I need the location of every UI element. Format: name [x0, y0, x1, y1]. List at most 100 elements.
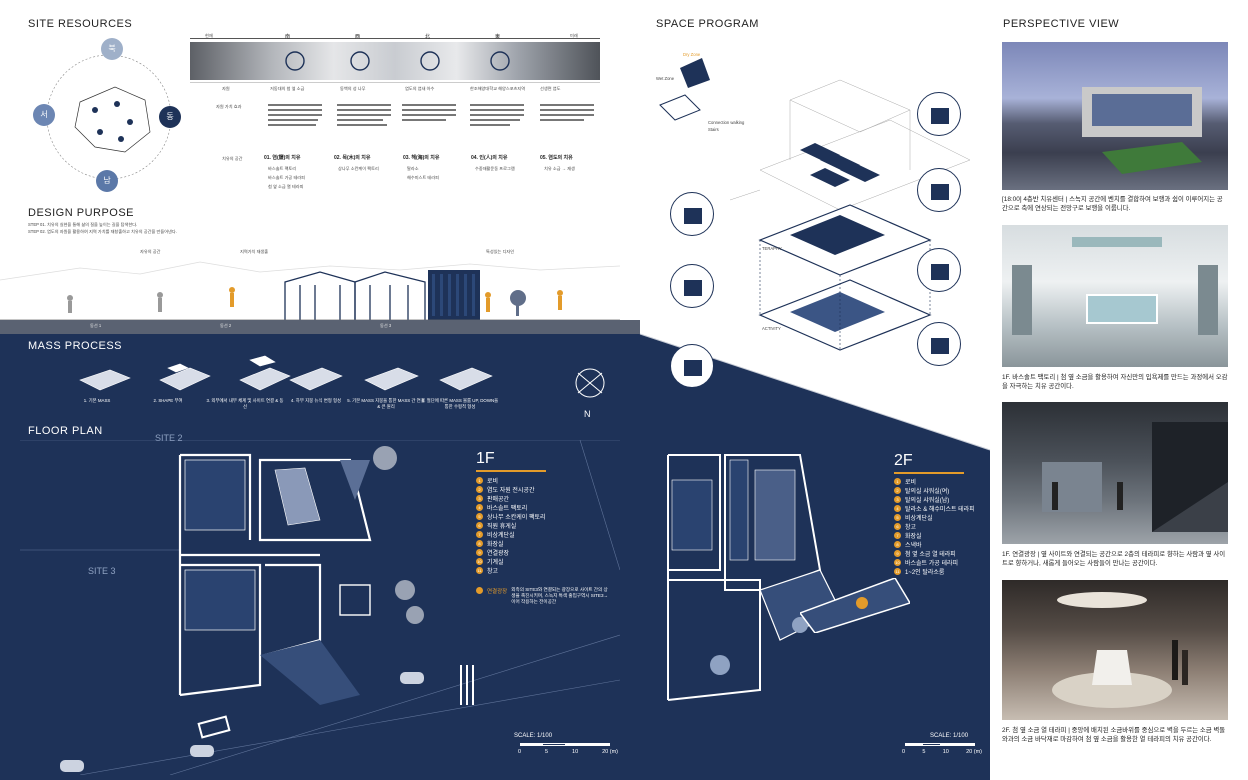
row-divider-1 [190, 82, 600, 83]
annotation-regional-value: 지역가치 재생출 [240, 249, 269, 254]
floor-2f-underline [894, 472, 964, 474]
cure-3-item-1: 탈라소 [407, 166, 419, 171]
scale-1f-tick-3: 20 (m) [602, 749, 618, 755]
floor-plan-1f-drawing [20, 440, 620, 775]
svg-text:N: N [584, 409, 591, 419]
space-program-title: SPACE PROGRAM [656, 18, 759, 30]
dry-zone-label: Dry Zone [683, 52, 701, 57]
distance-3: 동선 3 [380, 323, 392, 328]
scale-ticks-1f: 0 5 10 20 (m) [518, 749, 618, 755]
compass-south: 남 [96, 170, 118, 192]
scale-label-2f: SCALE: 1/100 [930, 733, 969, 739]
direction-east: 東 [495, 34, 501, 40]
row-label-value: 자원 가치 효과 [216, 104, 242, 109]
legend-1f-10: 기계실 [487, 560, 504, 566]
row-label-resource: 자원 [222, 86, 230, 91]
perspective-photo-bath-salt-factory [1002, 225, 1228, 367]
resource-2: 동백의 성 나무 [340, 86, 366, 91]
mass-step-5: 5. 기본 MASS 지붕을 통한 MASS 간 연결 & 큰 원리 [347, 398, 425, 409]
legend-1f-2: 염도 자원 전시공간 [487, 488, 535, 494]
direction-west: 西 [355, 34, 361, 40]
mass-step-3: 3. 외부에서 내부 체계 및 사이트 연결 & 동선 [206, 398, 284, 409]
resource-5: 선생면 염도 [540, 86, 561, 91]
scale-bar-1f [520, 743, 610, 746]
perspective-photo-salt-heat-therapy [1002, 580, 1228, 720]
program-icon-changing-room [917, 168, 961, 212]
perspective-caption-3: 1F. 연결광장 | 옆 사이트와 연결되는 공간으로 2층의 테라피로 향하는… [1002, 551, 1226, 568]
program-icon-bath-salt-factory [670, 344, 714, 388]
program-icon-factory [670, 264, 714, 308]
perspective-photo-exterior [1002, 42, 1228, 190]
mass-process-icons [79, 355, 493, 391]
distance-2: 동선 2 [220, 323, 232, 328]
mass-step-1: 1. 기본 MASS [83, 398, 111, 403]
compass-north: 북 [101, 38, 123, 60]
resource-3: 염도의 염새 아수 [405, 86, 435, 91]
cure-4-item-1: 수중재활운동 프로그램 [475, 166, 515, 171]
cure-1-item-3: 첨 옆 소금 열 테라피 [268, 184, 304, 189]
scale-2f-tick-2: 10 [942, 749, 949, 755]
legend-2f-4: 탈라소 & 해수미스트 테라피 [905, 507, 975, 513]
perspective-caption-2: 1F. 바스솔트 팩토리 | 첨 옆 소금을 활용하여 자신만의 입욕제를 만드… [1002, 374, 1228, 391]
legend-2f-2: 탈의실 샤워실(여) [905, 489, 950, 495]
program-icon-exhibition [670, 192, 714, 236]
cure-5-title: 05. 염도의 치유 [540, 155, 573, 161]
legend-1f-4: 바스솔트 팩토리 [487, 506, 528, 512]
timeline-end: 미래 [570, 33, 578, 38]
program-icon-salt-therapy [917, 92, 961, 136]
scale-2f-tick-1: 5 [922, 749, 926, 755]
mass-step-6: 6. 절단에 따른 MASS 볼륨 UP, DOWN을 통한 수평적 형성 [421, 398, 499, 409]
section-elevation-drawing [0, 261, 620, 321]
cure-5-item-1: 치유 소금 → 재생 [544, 166, 575, 171]
legend-1f-6: 직원 휴게실 [487, 524, 517, 530]
program-icon-thalasso-room [917, 322, 961, 366]
legend-2f-11: 1~2인 탈라소룸 [905, 570, 945, 576]
legend-2f-9: 첨 옆 소금 열 테라피 [905, 552, 956, 558]
ground-band [0, 320, 640, 334]
direction-south: 南 [285, 34, 291, 40]
legend-1f-note-text: 외측의 SITE3와 연결되는 광장으로 사이트 간의 상생을 촉진시키며, 스… [511, 587, 609, 605]
distance-1: 동선 1 [90, 323, 102, 328]
resource-1: 저동대의 첨 옆 소금 [270, 86, 305, 91]
timeline-start: 현재 [205, 33, 213, 38]
floor-plan-2f-annex [800, 578, 910, 633]
legend-2f-1: 로비 [905, 480, 917, 486]
perspective-photo-plaza [1002, 402, 1228, 544]
floor-plan-title: FLOOR PLAN [28, 425, 103, 437]
scale-1f-tick-1: 5 [545, 749, 549, 755]
legend-2f-7: 화장실 [905, 534, 922, 540]
floor-1f-underline [476, 470, 546, 472]
design-step-2: STEP 02. 염도의 자원을 활용하여 지역 가치를 재창출하고 치유의 공… [28, 229, 177, 234]
site-resources-title: SITE RESOURCES [28, 18, 133, 30]
legend-2f-3: 탈의실 샤워실(남) [905, 498, 950, 504]
mass-step-2: 2. SHAPE 부여 [153, 398, 183, 403]
perspective-caption-4: 2F. 첨 옆 소금 열 테라피 | 중앙에 배치된 소금바위를 중심으로 벽을… [1002, 727, 1226, 744]
legend-1f-note-label: 연결광장 [487, 589, 508, 595]
wet-zone-label: Wet Zone [656, 76, 675, 81]
annotation-free-space: 자유의 공간 [140, 249, 161, 254]
compass-east: 동 [159, 106, 181, 128]
program-icon-snack-bar [917, 248, 961, 292]
timeline-axis [190, 38, 600, 39]
scale-1f-tick-2: 10 [572, 749, 579, 755]
perspective-view-title: PERSPECTIVE VIEW [1003, 18, 1120, 30]
legend-2f-8: 스낵바 [905, 543, 922, 549]
scale-label-1f: SCALE: 1/100 [514, 733, 553, 739]
design-step-1: STEP 01. 치유의 실현을 통해 삶의 질을 높이는 길을 탐색한다. [28, 222, 138, 227]
legend-1f-7: 비상계단실 [487, 533, 515, 539]
cure-2-title: 02. 목(木)의 치유 [334, 155, 371, 161]
floor-plan-2f-drawing [667, 454, 841, 701]
legend-1f-note: 연결광장 외측의 SITE3와 연결되는 광장으로 사이트 간의 상생을 촉진시… [476, 587, 611, 606]
cure-1-title: 01. 염(鹽)의 치유 [264, 155, 301, 161]
floor-1f-label: 1F [476, 450, 495, 467]
resource-4: 한조해양대학교 해양스포츠지역 [470, 86, 526, 91]
legend-2f-10: 바스솔트 가공 테라피 [905, 561, 959, 567]
legend-1f-9: 연결광장 [487, 551, 510, 557]
north-arrow-icon: N [575, 368, 605, 419]
cure-3-item-2: 해수미스트 테라피 [407, 175, 439, 180]
scale-2f-tick-3: 20 (m) [966, 749, 982, 755]
scale-1f-tick-0: 0 [518, 749, 522, 755]
legend-2f-6: 창고 [905, 525, 917, 531]
floor-2f-label: 2F [894, 452, 913, 469]
